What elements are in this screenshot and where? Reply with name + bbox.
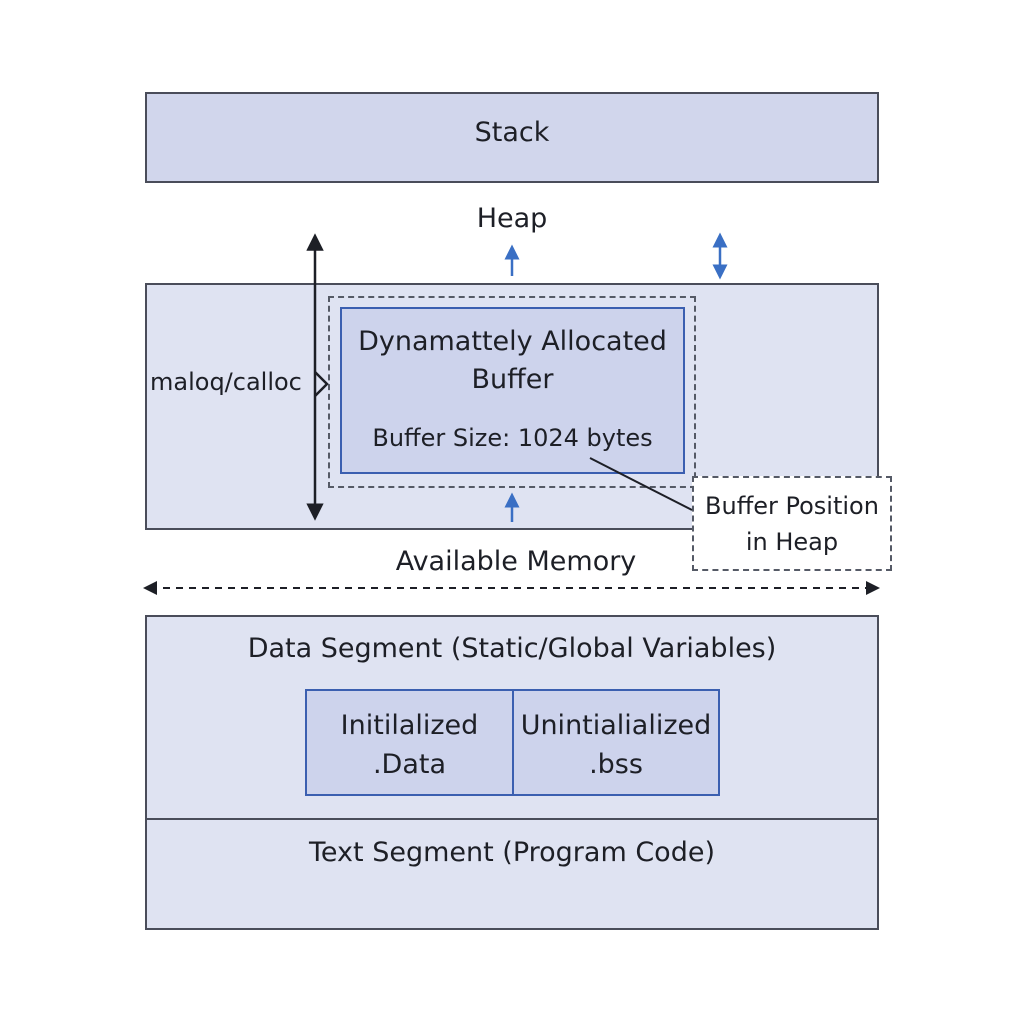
stack-segment (145, 92, 879, 183)
buffer-position-callout (692, 476, 892, 571)
initialized-data-box (305, 689, 514, 796)
initialized-data-label: Initilalized .Data (340, 710, 479, 780)
uninitialized-bss-label: Unintialialized .bss (520, 710, 712, 780)
heap-label: Heap (476, 203, 548, 234)
buffer-title: Dynamattely Allocated Buffer (358, 326, 667, 395)
available-memory-label: Available Memory (395, 546, 637, 577)
malloc-label: maloq/calloc (150, 368, 302, 396)
buffer-dashed-outline (328, 296, 696, 488)
allocated-buffer (340, 307, 685, 474)
buffer-size-label: Buffer Size: 1024 bytes (372, 424, 653, 452)
text-segment (145, 818, 879, 930)
stack-label: Stack (474, 117, 550, 148)
uninitialized-bss-box (512, 689, 720, 796)
buffer-position-label: Buffer Position in Heap (705, 492, 879, 556)
data-segment-label: Data Segment (Static/Global Variables) (247, 633, 777, 664)
text-segment-label: Text Segment (Program Code) (309, 837, 715, 868)
